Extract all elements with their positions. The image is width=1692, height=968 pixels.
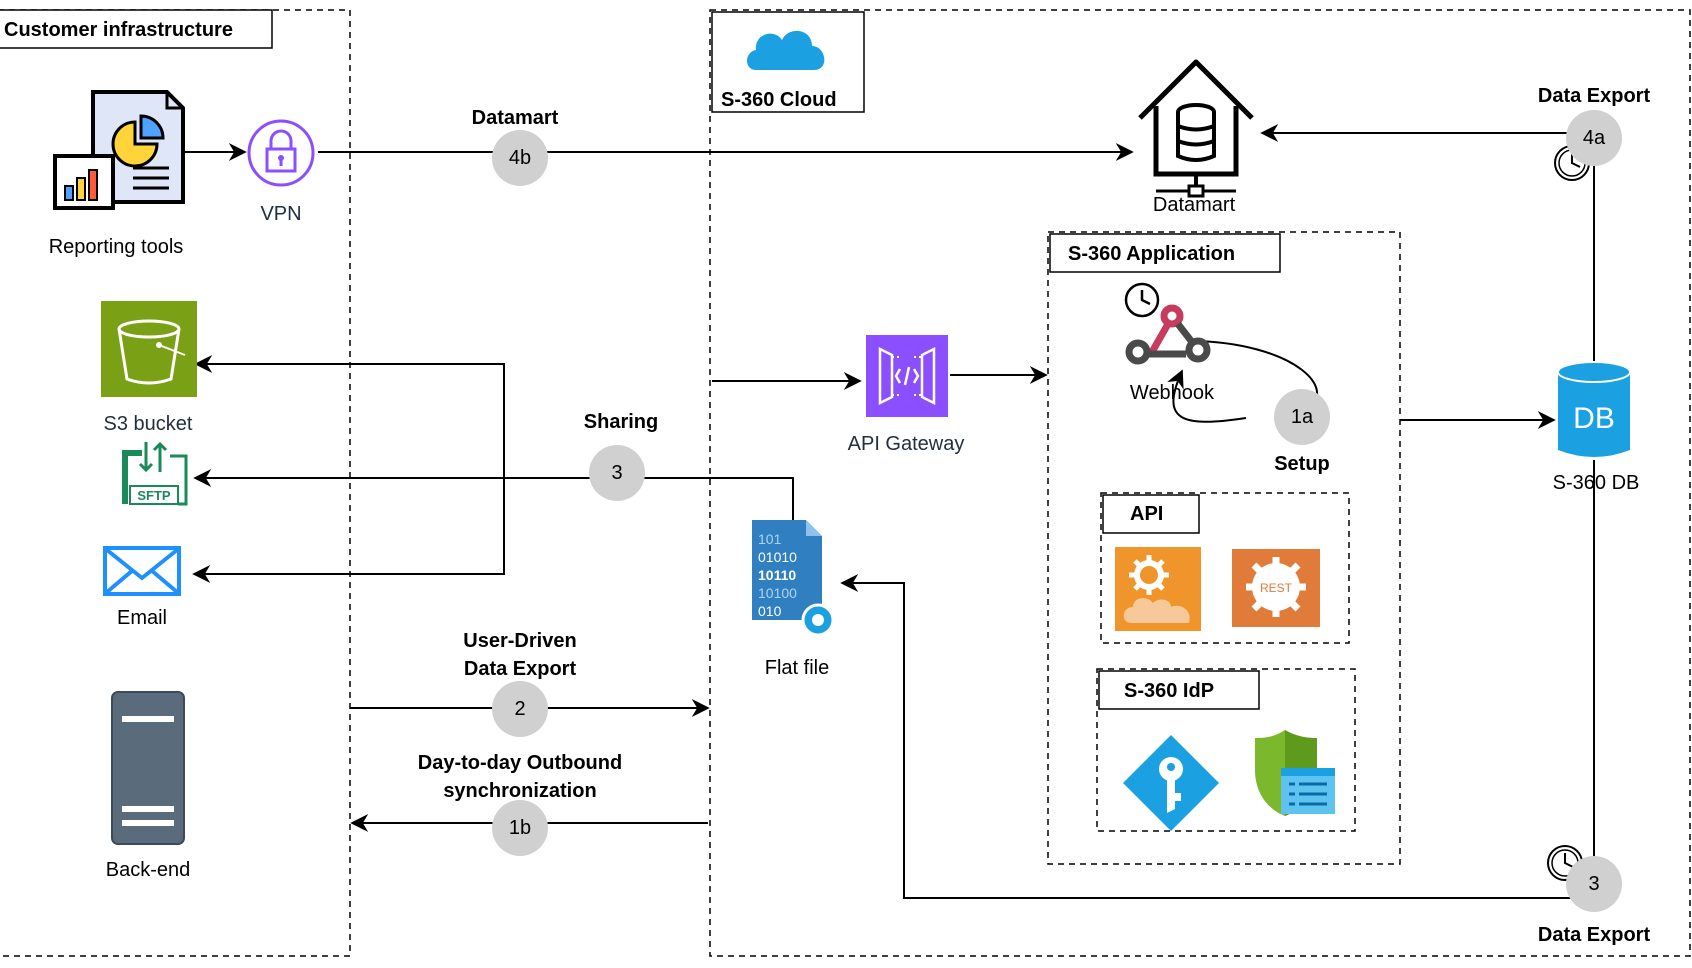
s360-idp-group: [1096, 668, 1356, 832]
reporting-tools-label: Reporting tools: [49, 236, 184, 258]
rest-api-gear-icon: REST: [1232, 549, 1320, 627]
svg-text:101: 101: [758, 531, 782, 547]
customer-infrastructure-title: Customer infrastructure: [4, 19, 233, 41]
flow-label-user-driven-line1: User-Driven: [463, 630, 576, 652]
step-badge-4a: 4a: [1566, 110, 1622, 166]
api-label-box: [1102, 494, 1200, 534]
edge-sharing-to-sftp: [193, 469, 794, 522]
step-badge-1a: 1a: [1274, 389, 1330, 445]
datamart-label: Datamart: [1153, 194, 1236, 216]
idp-key-icon: [1123, 735, 1219, 831]
email-envelope-icon: [103, 546, 181, 596]
svg-text:2: 2: [514, 698, 525, 720]
s360-idp-label-box: [1098, 670, 1260, 710]
idp-shield-icon: [1255, 730, 1335, 816]
webhook-label: Webhook: [1130, 382, 1215, 404]
customer-infrastructure-label-box: [0, 9, 273, 49]
svg-text:1b: 1b: [509, 817, 531, 839]
flow-label-day-to-day-line1: Day-to-day Outbound: [418, 752, 622, 774]
s360-application-label-box: [1049, 233, 1281, 273]
flow-label-setup: Setup: [1274, 453, 1330, 475]
step-badge-3-sharing: 3: [589, 445, 645, 501]
edge-webhook-loop: [1167, 369, 1247, 423]
step-badge-4b: 4b: [492, 130, 548, 186]
svg-text:3: 3: [1588, 873, 1599, 895]
api-gateway-label: API Gateway: [848, 433, 965, 455]
api-group: [1100, 492, 1350, 644]
s360-application-group: [1047, 231, 1401, 865]
edge-sharing-to-s3: [194, 355, 505, 478]
datamart-icon: [1138, 59, 1254, 198]
svg-text:3: 3: [611, 462, 622, 484]
step-badge-1b: 1b: [492, 800, 548, 856]
flow-label-datamart: Datamart: [472, 107, 559, 129]
flow-label-day-to-day-line2: synchronization: [443, 780, 596, 802]
api-gateway-icon: [866, 335, 948, 417]
edge-sharing-to-email: [192, 478, 505, 583]
backend-label: Back-end: [106, 859, 191, 881]
api-group-title: API: [1130, 503, 1163, 525]
db-cylinder-icon: DB: [1557, 361, 1631, 457]
cloud-icon: [747, 30, 825, 70]
flow-label-user-driven-line2: Data Export: [464, 658, 577, 680]
email-label: Email: [117, 607, 167, 629]
backend-server-icon: [111, 691, 185, 845]
webhook-icon: [1124, 282, 1211, 365]
vpn-lock-icon: [247, 119, 315, 187]
reporting-tools-icon: [53, 90, 185, 210]
s3-bucket-label: S3 bucket: [104, 413, 193, 435]
svg-text:010: 010: [758, 603, 782, 619]
flat-file-icon: 101 01010 10110 10100 010: [752, 520, 835, 637]
s360-cloud-label-box: [711, 11, 865, 113]
svg-text:4a: 4a: [1583, 127, 1606, 149]
svg-text:10100: 10100: [758, 585, 797, 601]
rest-glyph-text: REST: [1260, 581, 1293, 595]
svg-text:01010: 01010: [758, 549, 797, 565]
s360-idp-title: S-360 IdP: [1124, 680, 1214, 702]
svg-text:1a: 1a: [1291, 406, 1314, 428]
flow-label-sharing: Sharing: [584, 411, 658, 433]
s360-cloud-title: S-360 Cloud: [721, 89, 837, 111]
db-glyph-text: DB: [1573, 402, 1615, 435]
svg-text:10110: 10110: [758, 567, 796, 583]
s3-bucket-icon: [101, 301, 197, 397]
sftp-glyph-text: SFTP: [137, 488, 171, 503]
api-cloud-gear-icon: [1115, 547, 1201, 631]
edge-db-to-flatfile: [840, 574, 1594, 899]
svg-text:4b: 4b: [509, 147, 531, 169]
sftp-icon: SFTP: [122, 441, 188, 506]
flat-file-label: Flat file: [765, 657, 829, 679]
vpn-label: VPN: [260, 203, 301, 225]
s360-application-title: S-360 Application: [1068, 243, 1235, 265]
s360-cloud-group: [709, 9, 1691, 957]
step-badge-2: 2: [492, 681, 548, 737]
step-badge-3-export: 3: [1566, 856, 1622, 912]
flow-label-data-export-top: Data Export: [1538, 85, 1651, 107]
flow-label-data-export-bottom: Data Export: [1538, 924, 1651, 946]
s360-db-label: S-360 DB: [1553, 472, 1640, 494]
